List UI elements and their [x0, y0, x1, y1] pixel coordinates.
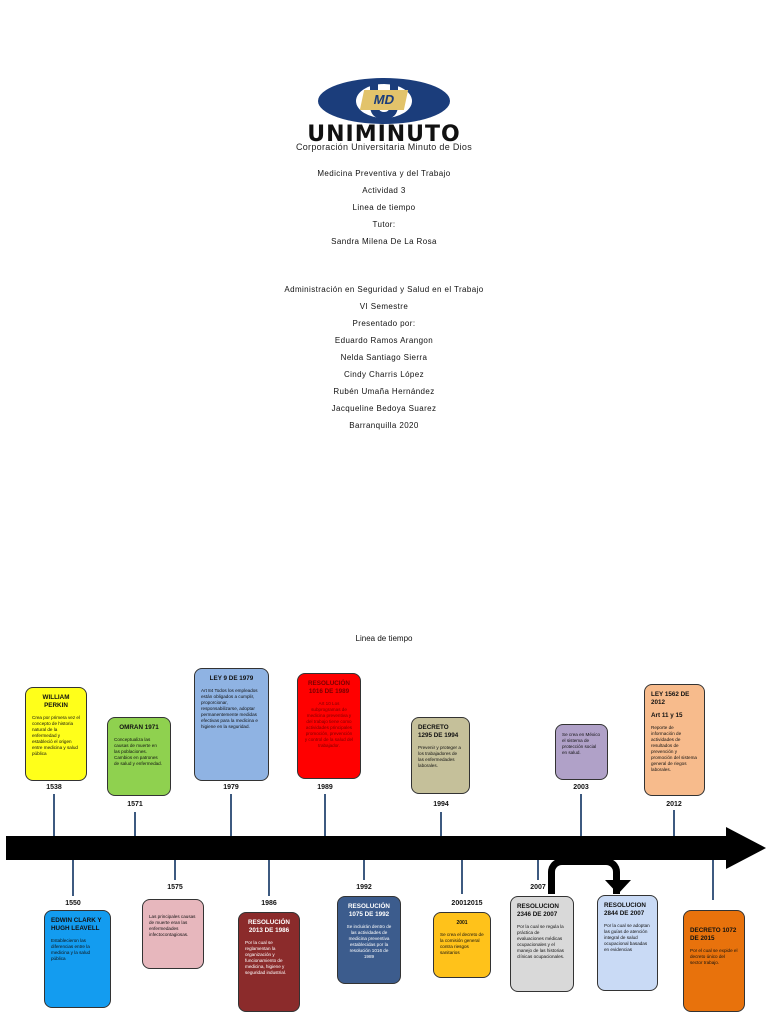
tick [461, 860, 463, 894]
card-title: LEY 1562 DE 2012 [651, 691, 690, 706]
card-title: RESOLUCIÓN 1075 DE 1992 [348, 903, 390, 918]
card-omran-1971: OMRAN 1971 Conceptualiza las causas de m… [107, 717, 171, 796]
card-resolucion-2844: RESOLUCION 2844 DE 2007 Por la cual se a… [597, 895, 658, 991]
card-body: Crea por primera vez el concepto de hist… [32, 715, 80, 756]
tick [712, 860, 714, 900]
tick [174, 860, 176, 880]
card-body: Prevenir y proteger a los trabajadores d… [418, 745, 461, 768]
card-body: Establecieron las diferencias entre la m… [51, 938, 91, 961]
year-label: 2012 [666, 801, 682, 808]
year-label: 20012015 [451, 900, 483, 907]
card-decreto-1295: DECRETO 1295 DE 1994 Prevenir y proteger… [411, 717, 470, 794]
card-1975: Las principales causas de muerte eran la… [142, 899, 204, 969]
activity-topic: Linea de tiempo [352, 203, 416, 212]
timeline-axis [6, 836, 728, 860]
card-resolucion-2013: RESOLUCIÓN 2013 DE 1986 Por la cual se r… [238, 912, 300, 1012]
year-label: 1989 [317, 784, 333, 791]
card-title: EDWIN CLARK Y HUGH LEAVELL [51, 917, 102, 932]
student-name: Rubén Umaña Hernández [333, 387, 435, 396]
tutor-name: Sandra Milena De La Rosa [331, 237, 437, 246]
activity-number: Actividad 3 [362, 186, 406, 195]
year-label: 1571 [127, 801, 143, 808]
card-william-perkin: WILLIAM PERKIN Crea por primera vez el c… [25, 687, 87, 781]
connector-arrowhead [605, 880, 631, 894]
tick [580, 794, 582, 836]
card-ley-9-1979: LEY 9 DE 1979 Art 84 Todos los empleados… [194, 668, 269, 781]
card-edwin-clark: EDWIN CLARK Y HUGH LEAVELL Establecieron… [44, 910, 111, 1008]
logo-wordmark: UNIMINUTO [307, 122, 461, 147]
logo-subtitle: Corporación Universitaria Minuto de Dios [295, 142, 473, 152]
card-title: LEY 9 DE 1979 [209, 675, 254, 682]
tick [72, 860, 74, 896]
year-label: 1986 [261, 900, 277, 907]
card-title: WILLIAM PERKIN [42, 694, 70, 709]
card-body: Art 84 Todos los empleados están obligad… [201, 688, 258, 729]
card-title: RESOLUCIÓN 1016 DE 1989 [308, 680, 350, 695]
tick [440, 812, 442, 836]
card-title: OMRAN 1971 [119, 724, 159, 731]
year-label: 1538 [46, 784, 62, 791]
card-title: RESOLUCION 2346 DE 2007 [517, 903, 559, 918]
card-body: Por la cual se adoptan las guías de aten… [604, 923, 650, 952]
program-name: Administración en Seguridad y Salud en e… [284, 285, 484, 294]
card-body: Se crea en México el sistema de protecci… [562, 732, 601, 755]
tick [363, 860, 365, 880]
year-label: 2003 [573, 784, 589, 791]
logo-md-text: MD [359, 90, 409, 110]
student-name: Cindy Charris López [343, 370, 425, 379]
tick [673, 810, 675, 836]
logo-emblem: MD [318, 78, 450, 124]
card-body: Art 10 Los subprogramas de medicina prev… [304, 701, 354, 748]
card-body: Reporte de información de actividades de… [651, 725, 697, 772]
student-name: Eduardo Ramos Arangon [334, 336, 434, 345]
card-title: RESOLUCIÓN 2013 DE 1986 [248, 919, 290, 934]
card-ley-1562-2012: LEY 1562 DE 2012 Art 11 y 15 Reporte de … [644, 684, 705, 796]
year-label: 1979 [223, 784, 239, 791]
card-2003-mexico: Se crea en México el sistema de protecci… [555, 724, 608, 780]
year-label: 1992 [356, 884, 372, 891]
card-body: Las principales causas de muerte eran la… [149, 914, 196, 937]
timeline-title: Linea de tiempo [355, 634, 413, 643]
cover-student-info: Administración en Seguridad y Salud en e… [234, 281, 534, 434]
card-subtitle: Art 11 y 15 [651, 712, 683, 719]
connector-arrow [548, 858, 620, 894]
student-name: Jacqueline Bedoya Suarez [331, 404, 437, 413]
card-resolucion-2346: RESOLUCION 2346 DE 2007 Por la cual se r… [510, 896, 574, 992]
card-resolucion-1016: RESOLUCIÓN 1016 DE 1989 Art 10 Los subpr… [297, 673, 361, 779]
tick [134, 812, 136, 836]
student-name: Nelda Santiago Sierra [340, 353, 428, 362]
tick [324, 794, 326, 836]
year-label: 2007 [530, 884, 546, 891]
year-label: 1550 [65, 900, 81, 907]
card-body: Por la cual se regula la práctica de eva… [517, 924, 565, 959]
card-title: DECRETO 1072 DE 2015 [690, 927, 737, 942]
course-name: Medicina Preventiva y del Trabajo [317, 169, 451, 178]
card-decreto-1072: DECRETO 1072 DE 2015 Por el cual se expi… [683, 910, 745, 1012]
card-body: Por el cual se expide el decreto único d… [690, 948, 738, 965]
year-label: 1994 [433, 801, 449, 808]
tick [537, 860, 539, 880]
card-2001: 2001 Se crea el decreto de la comisión g… [433, 912, 491, 978]
card-body: Se incluirán dentro de las actividades d… [346, 924, 392, 959]
year-label: 1575 [167, 884, 183, 891]
tutor-label: Tutor: [372, 220, 396, 229]
tick [53, 794, 55, 836]
cover-course-info: Medicina Preventiva y del Trabajo Activi… [234, 165, 534, 250]
card-body: Se crea el decreto de la comisión genera… [440, 932, 484, 955]
uniminuto-logo: MD UNIMINUTO Corporación Universitaria M… [248, 74, 520, 158]
tick [230, 794, 232, 836]
card-resolucion-1075: RESOLUCIÓN 1075 DE 1992 Se incluirán den… [337, 896, 401, 984]
card-body: Conceptualiza las causas de muerte en la… [114, 737, 163, 766]
tick [268, 860, 270, 896]
card-title: DECRETO 1295 DE 1994 [418, 724, 459, 739]
card-title: RESOLUCION 2844 DE 2007 [604, 902, 646, 917]
card-body: Por la cual se reglamentan la organizaci… [245, 940, 287, 975]
timeline-arrowhead [726, 827, 766, 869]
presented-by-label: Presentado por: [352, 319, 416, 328]
card-title: 2001 [456, 920, 468, 926]
semester: VI Semestre [359, 302, 409, 311]
city-year: Barranquilla 2020 [349, 421, 419, 430]
